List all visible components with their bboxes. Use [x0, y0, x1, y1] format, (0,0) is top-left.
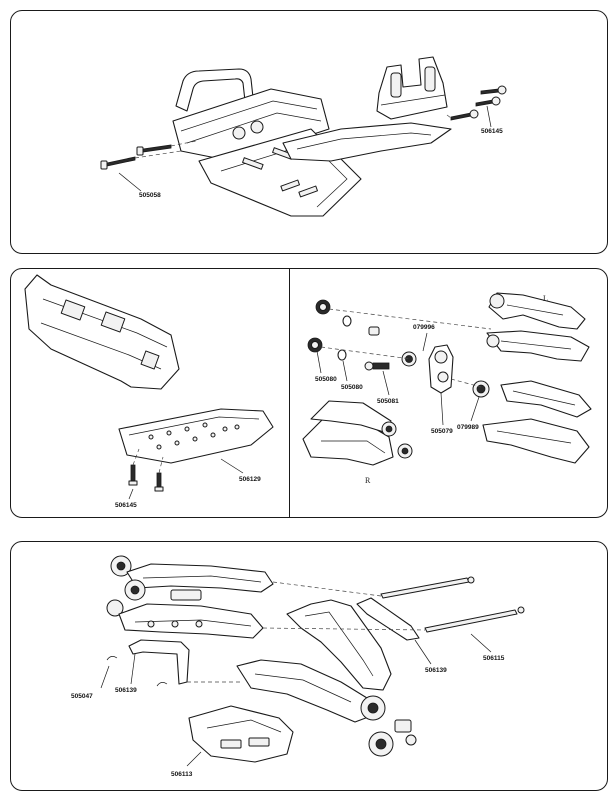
- label-506139-right: 506139: [425, 667, 447, 674]
- spacer-top: [368, 326, 380, 336]
- label-505058: 505058: [139, 192, 161, 199]
- washer-mid: [337, 349, 347, 361]
- arm-mount-block: [188, 705, 294, 763]
- label-506145-top: 506145: [481, 128, 503, 135]
- skid-screw-a: [128, 464, 138, 486]
- skid-plate: [118, 408, 274, 464]
- screw-506145-a: [450, 109, 479, 121]
- label-505079: 505079: [431, 428, 453, 435]
- e-clip: [106, 656, 118, 661]
- skid-plate-holes: [148, 422, 240, 450]
- label-079996: 079996: [413, 324, 435, 331]
- panel-rear-arm-assembly: 505047 506139 506139 506115 506113: [10, 541, 608, 791]
- bearing-side: [472, 380, 490, 398]
- label-505080-b: 505080: [341, 384, 363, 391]
- screw-505058-a: [100, 156, 136, 170]
- label-506145-skid: 506145: [115, 502, 137, 509]
- washer-top: [342, 315, 352, 327]
- rear-arm-assembly: [302, 400, 413, 466]
- lower-arm-left-side: [486, 330, 590, 362]
- rear-bumper: [24, 274, 180, 390]
- upper-arm-assembly: [110, 555, 274, 601]
- screw-506145-b: [475, 96, 501, 107]
- label-505080-a: 505080: [315, 376, 337, 383]
- panel-skid-and-hub-assembly: 506129 506145: [10, 268, 608, 518]
- hinge-pin-upper: [380, 576, 475, 599]
- hinge-pin-lower: [424, 606, 525, 633]
- bearing-mid-right: [401, 351, 417, 367]
- e-clip-b: [156, 682, 168, 687]
- front-brace: [282, 122, 452, 162]
- label-079989: 079989: [457, 424, 479, 431]
- hinge-pin: [364, 361, 390, 371]
- label-505081: 505081: [377, 398, 399, 405]
- front-shock-tower: [376, 56, 448, 120]
- label-506139-left: 506139: [115, 687, 137, 694]
- label-506115: 506115: [483, 655, 505, 662]
- panel-front-bumper-assembly: 505058 506145: [10, 10, 608, 254]
- side-mark-left: L: [543, 294, 548, 303]
- skid-hub-exploded-drawing: 506129 506145: [24, 274, 592, 509]
- skid-screw-b: [154, 472, 164, 492]
- panel-divider: [289, 269, 290, 517]
- lower-arm-right-side: [482, 418, 590, 464]
- label-506113: 506113: [171, 771, 193, 778]
- side-mark-right: R: [365, 476, 371, 485]
- upper-arm-right-side: [500, 380, 592, 418]
- screw-506145-c: [480, 85, 507, 95]
- hub-carrier: [428, 344, 454, 394]
- rear-arm-exploded-drawing: 505047 506139 506139 506115 506113: [71, 555, 525, 778]
- screw-505058-b: [136, 144, 172, 156]
- bearing-mid-left: [307, 337, 323, 353]
- lower-arm-assembly: [106, 599, 264, 639]
- rear-brace: [128, 639, 190, 685]
- label-505047: 505047: [71, 693, 93, 700]
- wishbone-arm: [236, 599, 417, 757]
- front-bumper-exploded-drawing: 505058 506145: [100, 56, 507, 217]
- upper-arm-left-side: [488, 292, 586, 330]
- label-506129: 506129: [239, 476, 261, 483]
- bearing-top: [315, 299, 331, 315]
